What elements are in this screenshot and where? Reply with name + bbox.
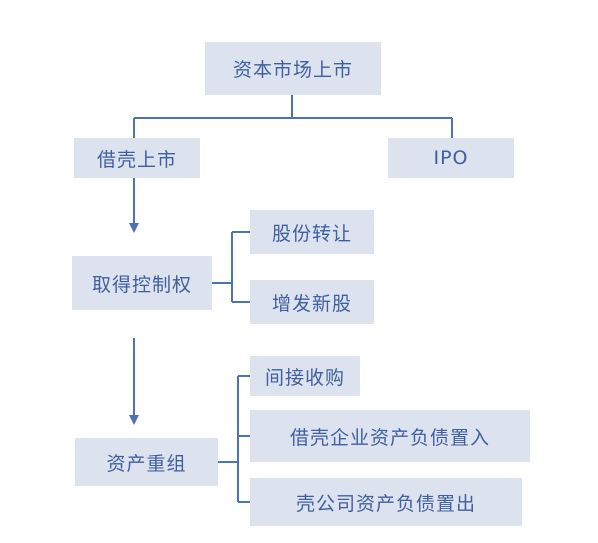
node-ipo: IPO [388, 138, 514, 178]
node-assets-liabilities-out: 壳公司资产负债置出 [250, 478, 522, 526]
node-new-share-issue: 增发新股 [250, 280, 374, 324]
node-indirect-acquisition: 间接收购 [250, 356, 360, 396]
node-root: 资本市场上市 [205, 42, 381, 95]
node-assets-liabilities-in: 借壳企业资产负债置入 [250, 410, 530, 462]
node-share-transfer: 股份转让 [250, 210, 374, 254]
node-gain-control: 取得控制权 [72, 256, 212, 310]
node-asset-restructuring: 资产重组 [75, 438, 218, 486]
node-backdoor-listing: 借壳上市 [74, 138, 200, 178]
